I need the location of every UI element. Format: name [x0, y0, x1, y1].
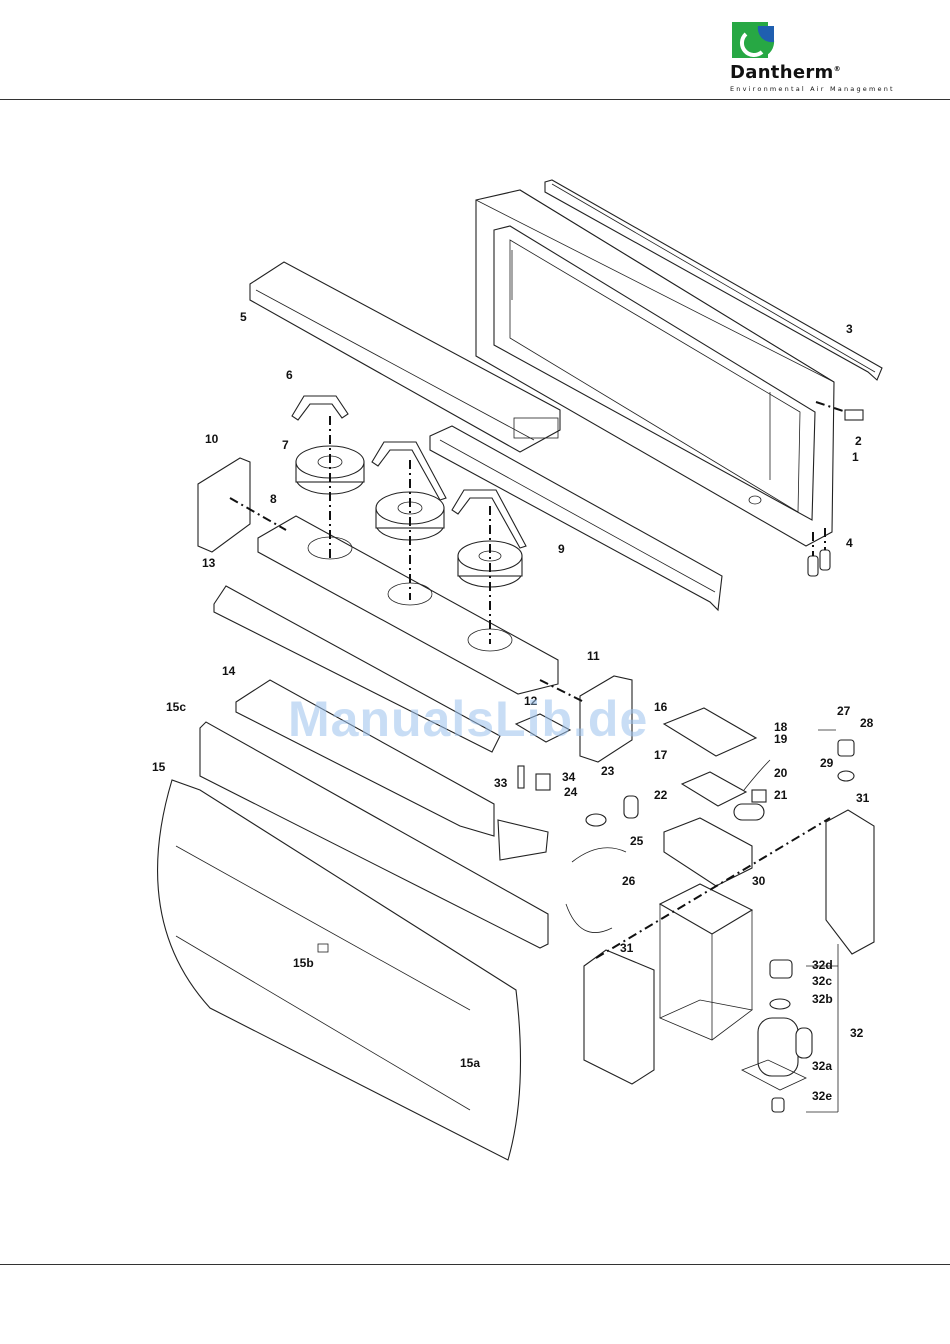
wire-harness: [744, 760, 770, 790]
part-label-p32b: 32b: [812, 992, 833, 1006]
copper-tube: [566, 904, 612, 933]
part-label-p29: 29: [820, 756, 833, 770]
small-bracket: [845, 410, 863, 420]
part-label-p23: 23: [601, 764, 614, 778]
registered-mark: ®: [834, 65, 841, 73]
side-panel-right: [826, 810, 874, 954]
fan-panel: [258, 516, 558, 694]
filter-drier: [624, 796, 638, 818]
part-label-p2: 2: [855, 434, 862, 448]
terminal-block: [752, 790, 766, 802]
part-label-p5: 5: [240, 310, 247, 324]
part-label-p15b: 15b: [293, 956, 314, 970]
part-label-p31a: 31: [620, 941, 633, 955]
part-label-p10: 10: [205, 432, 218, 446]
footer-divider: [0, 1264, 950, 1265]
dantherm-logo: Dantherm® Environmental Air Management: [722, 18, 892, 96]
control-box: [664, 818, 752, 886]
part-label-p32a: 32a: [812, 1059, 832, 1073]
part-label-p7: 7: [282, 438, 289, 452]
part-label-p17: 17: [654, 748, 667, 762]
part-label-p32: 32: [850, 1026, 863, 1040]
part-label-p3: 3: [846, 322, 853, 336]
part-label-p31b: 31: [856, 791, 869, 805]
expansion-valve: [586, 814, 606, 826]
part-label-p34: 34: [562, 770, 575, 784]
part-label-p15c: 15c: [166, 700, 186, 714]
capillary-tube: [572, 848, 626, 862]
relay: [536, 774, 550, 790]
part-label-p26: 26: [622, 874, 635, 888]
part-label-p15a: 15a: [460, 1056, 480, 1070]
side-panel-left: [584, 950, 654, 1084]
compressor-frame: [660, 884, 752, 1040]
control-box-lid: [664, 708, 756, 756]
part-label-p15: 15: [152, 760, 165, 774]
part-label-p8: 8: [270, 492, 277, 506]
part-label-p6: 6: [286, 368, 293, 382]
part-label-p20: 20: [774, 766, 787, 780]
logo-mark-icon: [728, 18, 788, 62]
brand-tagline: Environmental Air Management: [730, 85, 895, 93]
bracket-strip: [518, 766, 524, 788]
part-label-p32e: 32e: [812, 1089, 832, 1103]
part-label-p22: 22: [654, 788, 667, 802]
part-label-p33: 33: [494, 776, 507, 790]
part-label-p4: 4: [846, 536, 853, 550]
part-label-p19: 19: [774, 732, 787, 746]
part-label-p32d: 32d: [812, 958, 833, 972]
thermostat: [838, 771, 854, 781]
part-label-p1: 1: [852, 450, 859, 464]
part-label-p13: 13: [202, 556, 215, 570]
diagram-drawing: [0, 100, 950, 1264]
brand-name-text: Dantherm: [730, 62, 834, 83]
pressure-switch: [838, 740, 854, 756]
part-label-p32c: 32c: [812, 974, 832, 988]
page-header: Dantherm® Environmental Air Management: [0, 0, 950, 100]
brand-name: Dantherm®: [730, 62, 841, 83]
part-label-p21: 21: [774, 788, 787, 802]
part-label-p24: 24: [564, 785, 577, 799]
part-label-p14: 14: [222, 664, 235, 678]
part-label-p30: 30: [752, 874, 765, 888]
part-label-p27: 27: [837, 704, 850, 718]
part-label-p11: 11: [587, 649, 600, 663]
part-label-p9: 9: [558, 542, 565, 556]
part-label-p28: 28: [860, 716, 873, 730]
part-label-p25: 25: [630, 834, 643, 848]
capacitor: [734, 804, 764, 820]
part-label-p16: 16: [654, 700, 667, 714]
circuit-board: [682, 772, 746, 806]
watermark: ManualsLib.de: [288, 690, 648, 748]
